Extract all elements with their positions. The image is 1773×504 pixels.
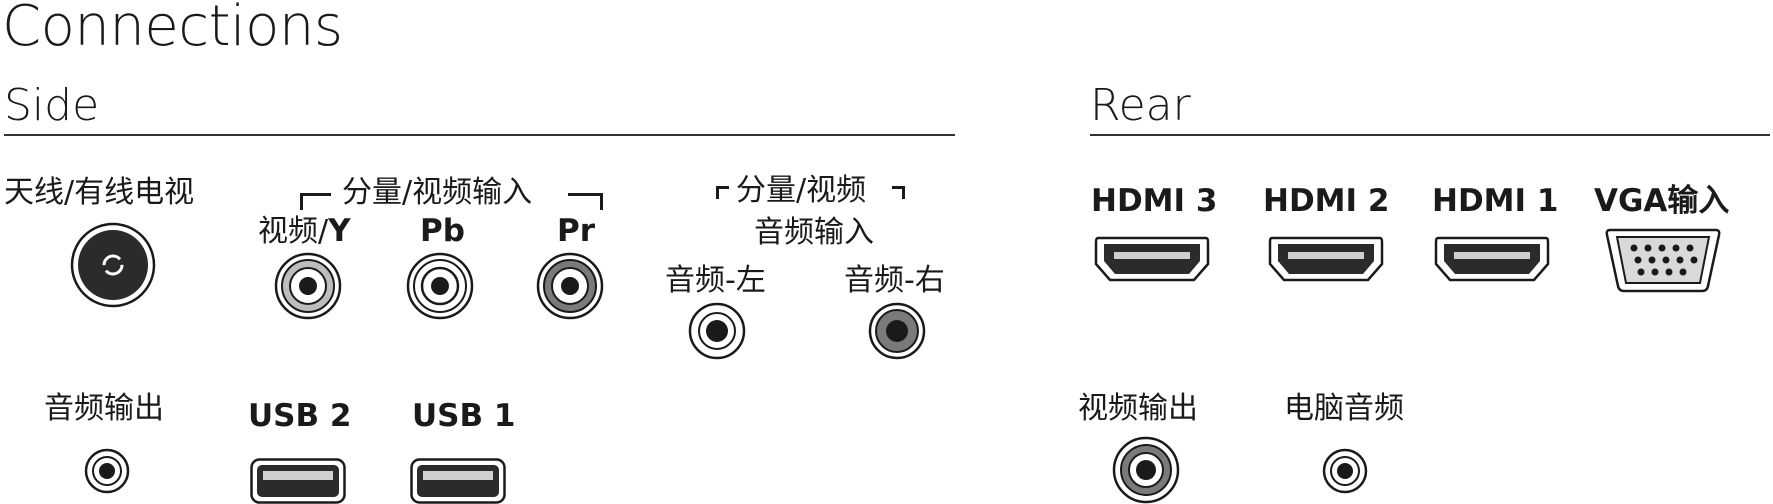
- hdmi-port-icon[interactable]: [1434, 236, 1550, 284]
- usb-port-icon[interactable]: [250, 458, 346, 504]
- rca-audio-left-icon[interactable]: [688, 302, 746, 360]
- usb-port-icon[interactable]: [410, 458, 506, 504]
- rca-audio-right-icon[interactable]: [868, 302, 926, 360]
- pc-audio-jack-icon[interactable]: [1322, 448, 1368, 494]
- component-bracket-left: [300, 193, 331, 210]
- audio-bracket-right: [892, 186, 905, 199]
- rca-video-y-icon[interactable]: [274, 252, 342, 320]
- audio-bracket-left: [716, 186, 729, 199]
- rca-pr-icon[interactable]: [536, 252, 604, 320]
- hdmi-port-icon[interactable]: [1268, 236, 1384, 284]
- side-heading: Side: [4, 80, 100, 131]
- video-out-jack-icon[interactable]: [1112, 436, 1180, 504]
- side-divider: [4, 134, 955, 136]
- hdmi3-label: HDMI 3: [1091, 183, 1218, 219]
- video-y-label: 视频/Y: [258, 216, 351, 247]
- y-label: Y: [328, 213, 351, 249]
- vga-port-icon[interactable]: [1604, 228, 1722, 294]
- audio-group-label-line1: 分量/视频: [736, 173, 867, 208]
- pr-label: Pr: [557, 213, 596, 249]
- audio-out-label: 音频输出: [44, 391, 164, 426]
- video-out-label: 视频输出: [1078, 391, 1198, 426]
- component-bracket-right: [568, 193, 603, 210]
- vga-label: VGA输入: [1594, 183, 1730, 219]
- audio-left-label: 音频-左: [665, 263, 766, 298]
- pc-audio-label: 电脑音频: [1284, 391, 1404, 426]
- usb1-label: USB 1: [412, 398, 516, 434]
- audio-right-label: 音频-右: [844, 263, 945, 298]
- coax-antenna-icon[interactable]: [70, 222, 156, 308]
- antenna-label: 天线/有线电视: [4, 175, 195, 210]
- audio-group-label-line2: 音频输入: [754, 215, 874, 250]
- hdmi-port-icon[interactable]: [1094, 236, 1210, 284]
- video-y-cn-label: 视频/: [258, 214, 329, 249]
- page-title: Connections: [2, 0, 343, 59]
- usb2-label: USB 2: [248, 398, 352, 434]
- rear-heading: Rear: [1090, 80, 1191, 131]
- audio-out-jack-icon[interactable]: [84, 448, 130, 494]
- rca-pb-icon[interactable]: [406, 252, 474, 320]
- hdmi2-label: HDMI 2: [1263, 183, 1390, 219]
- component-group-label: 分量/视频输入: [342, 175, 533, 210]
- rear-divider: [1090, 134, 1770, 136]
- pb-label: Pb: [420, 213, 465, 249]
- hdmi1-label: HDMI 1: [1432, 183, 1559, 219]
